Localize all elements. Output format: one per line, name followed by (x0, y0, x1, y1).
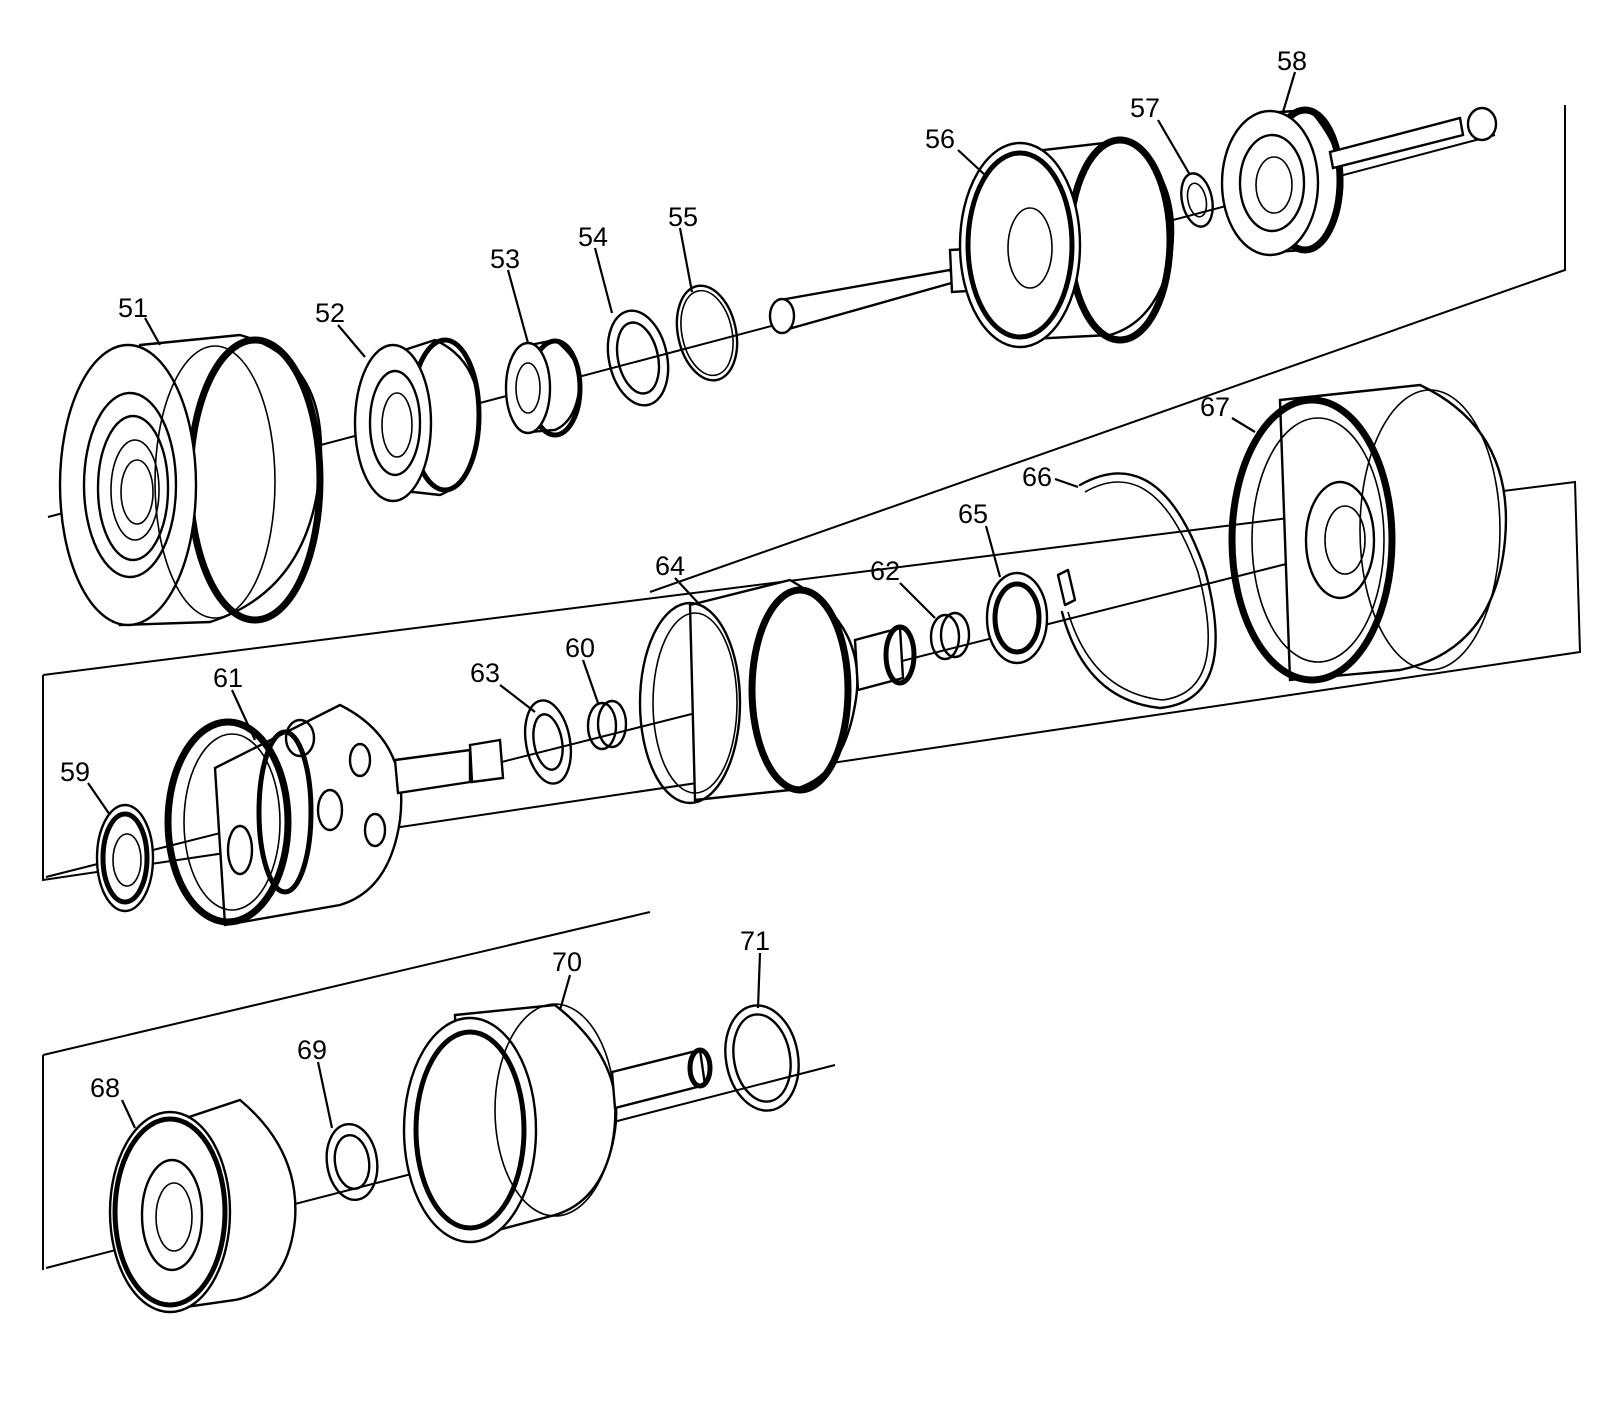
callout-61: 61 (213, 663, 243, 693)
leader-60 (581, 659, 600, 704)
part-52-planet-carrier (353, 337, 482, 503)
callout-63: 63 (470, 658, 500, 688)
callout-70: 70 (552, 947, 582, 977)
part-62-bushing (929, 611, 971, 661)
callout-62: 62 (870, 556, 900, 586)
part-59-bearing (95, 803, 155, 913)
leader-59 (87, 782, 111, 816)
part-51-clutch-housing (58, 333, 324, 627)
leader-58 (1281, 71, 1297, 113)
callout-55: 55 (668, 202, 698, 232)
callout-58: 58 (1277, 46, 1307, 76)
part-54-thrust-bearing (606, 309, 670, 407)
leader-62 (899, 582, 936, 619)
part-63-thrust-washer (523, 699, 573, 785)
leader-57 (1157, 119, 1191, 176)
part-53-sun-gear (504, 338, 583, 438)
frame-top (649, 105, 1566, 593)
callout-57: 57 (1130, 93, 1160, 123)
callout-labels: 51 52 53 54 55 56 57 58 59 60 61 62 63 6… (60, 46, 1307, 1103)
part-57-thrust-washer (1180, 172, 1214, 228)
part-65-thrust-bearing (985, 571, 1049, 665)
callout-66: 66 (1022, 462, 1052, 492)
leader-54 (593, 247, 614, 314)
frame-middle (42, 480, 1582, 882)
leader-70 (558, 974, 572, 1011)
leader-67 (1231, 417, 1256, 433)
callout-64: 64 (655, 551, 685, 581)
callout-59: 59 (60, 757, 90, 787)
part-69-thrust-washer (325, 1123, 379, 1201)
part-66-snap-ring (1056, 472, 1217, 710)
leader-69 (316, 1061, 334, 1129)
part-60-bushing (586, 699, 628, 751)
part-58-gear-drum (1220, 106, 1498, 257)
leader-68 (121, 1099, 136, 1129)
leader-55 (678, 227, 694, 293)
part-55-snap-ring (675, 284, 739, 382)
callout-52: 52 (315, 298, 345, 328)
callout-68: 68 (90, 1073, 120, 1103)
leader-56 (957, 149, 986, 176)
leader-61 (231, 689, 256, 741)
callout-67: 67 (1200, 392, 1230, 422)
leader-66 (1054, 477, 1079, 489)
callout-71: 71 (740, 926, 770, 956)
callout-69: 69 (297, 1035, 327, 1065)
leader-52 (337, 324, 366, 358)
leader-63 (499, 684, 536, 713)
callout-54: 54 (578, 222, 608, 252)
callout-53: 53 (490, 244, 520, 274)
callout-56: 56 (925, 124, 955, 154)
part-71-thrust-washer (724, 1004, 800, 1112)
leader-53 (506, 269, 530, 344)
part-64-clutch-hub (638, 578, 917, 805)
section-frames (42, 105, 1582, 1270)
leader-lines (87, 71, 1297, 1129)
callout-51: 51 (118, 293, 148, 323)
part-70-ring-gear-drum (402, 1003, 713, 1244)
part-68-carrier (108, 1098, 297, 1314)
part-67-clutch-housing (1228, 383, 1508, 684)
leader-64 (674, 577, 701, 606)
callout-60: 60 (565, 633, 595, 663)
part-61-reaction-drum (164, 703, 505, 927)
leader-65 (984, 525, 1002, 578)
leader-71 (756, 952, 762, 1009)
leader-51 (144, 317, 161, 346)
part-56-input-shaft-assembly (768, 136, 1175, 349)
callout-65: 65 (958, 499, 988, 529)
frame-bottom-top-edge (42, 911, 651, 1056)
